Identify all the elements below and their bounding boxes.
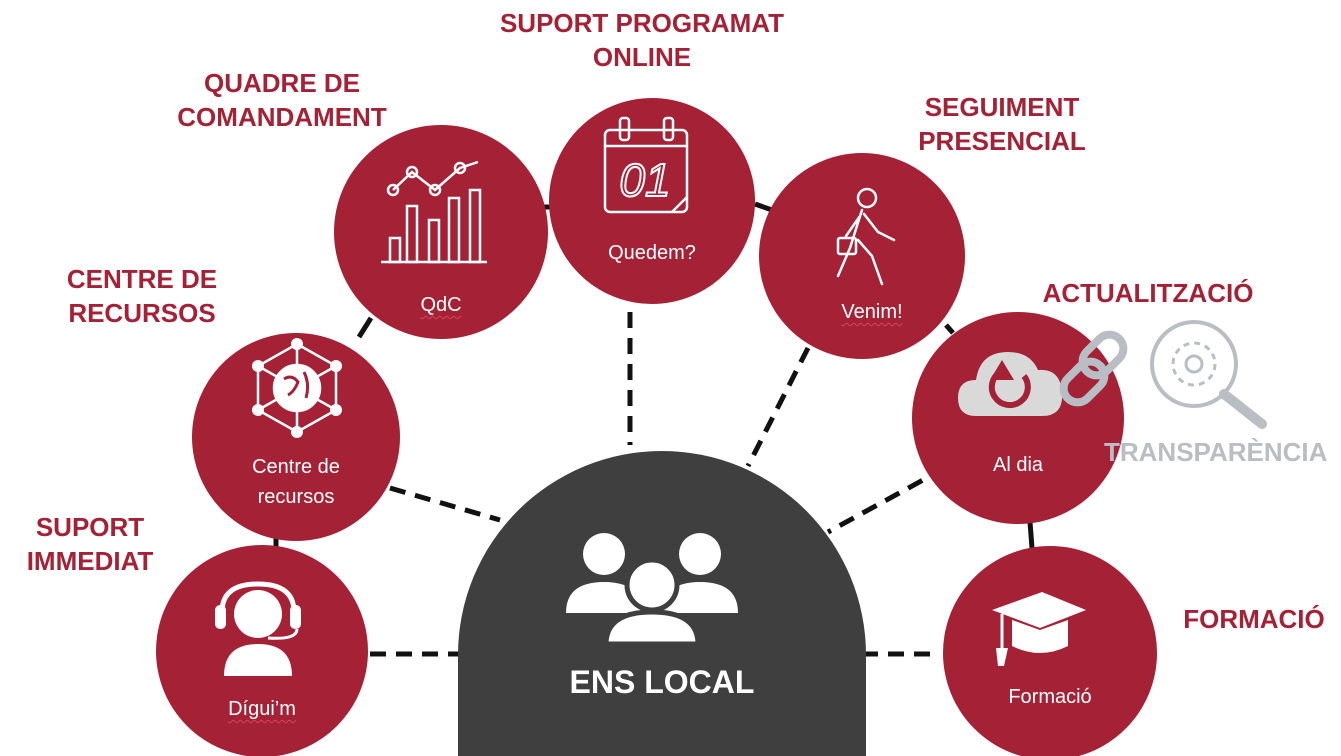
title-seguiment: SEGUIMENT PRESENCIAL [892,90,1112,158]
chain-aldia-formacio [1027,521,1035,549]
circle-quedem [549,98,755,304]
title-line: COMANDAMENT [177,102,387,132]
headset-agent-icon [215,581,301,676]
title-line: SUPORT PROGRAMAT [499,8,785,38]
connector-lines [370,312,947,657]
title-line: ONLINE [592,42,692,72]
transparency-label: TRANSPARÈNCIA [1104,437,1328,467]
title-line: IMMEDIAT [26,546,154,576]
title-formacio: FORMACIÓ [1183,604,1325,634]
circle-label-line: Centre de [252,456,340,478]
magnifier-gear-icon [1150,320,1267,429]
connector-venim [745,346,811,468]
circle-label-qdc: QdC [420,294,462,316]
circle-label-formacio: Formació [1008,686,1092,708]
walking-person-briefcase-icon [836,187,896,286]
title-centre: CENTRE DE RECURSOS [42,262,242,330]
title-quadre: QUADRE DE COMANDAMENT [150,66,414,134]
globe-network-icon [252,338,342,438]
title-line: RECURSOS [68,298,216,328]
svg-text:01: 01 [619,154,670,206]
circle-label-aldia: Al dia [992,454,1044,476]
circle-label-quedem: Quedem? [608,242,696,264]
calendar-icon: 01 [603,116,689,214]
people-group-icon [566,533,738,647]
chain-venim-aldia [944,323,955,335]
title-line: SUPORT [35,512,145,542]
circle-venim [759,153,965,359]
title-line: PRESENCIAL [918,126,1086,156]
connector-aldia [826,465,947,535]
circle-label-centre: Centre de recursos [226,452,366,512]
circle-label-venim: Venim! [841,301,903,323]
chain-link-icon [1059,330,1128,407]
circle-label-diguim: Dígui’m [228,698,296,720]
circle-aldia [912,312,1124,524]
title-line: SEGUIMENT [924,92,1080,122]
title-line: CENTRE DE [66,264,218,294]
graduation-cap-icon [992,592,1086,666]
chain-centre-qdc [356,316,374,339]
bar-line-chart-icon [381,160,487,264]
circle-label-line: recursos [257,486,335,508]
title-suport-programat: SUPORT PROGRAMAT ONLINE [462,6,822,74]
chain-quedem-venim [754,201,773,213]
circle-qdc [334,125,548,339]
center-label: ENS LOCAL [569,664,755,700]
cloud-refresh-icon [958,352,1063,416]
title-actualitzacio: ACTUALITZACIÓ [1042,278,1254,308]
title-line: QUADRE DE [203,68,360,98]
title-suport-immediat: SUPORT IMMEDIAT [10,510,170,578]
connector-centre [389,485,501,523]
